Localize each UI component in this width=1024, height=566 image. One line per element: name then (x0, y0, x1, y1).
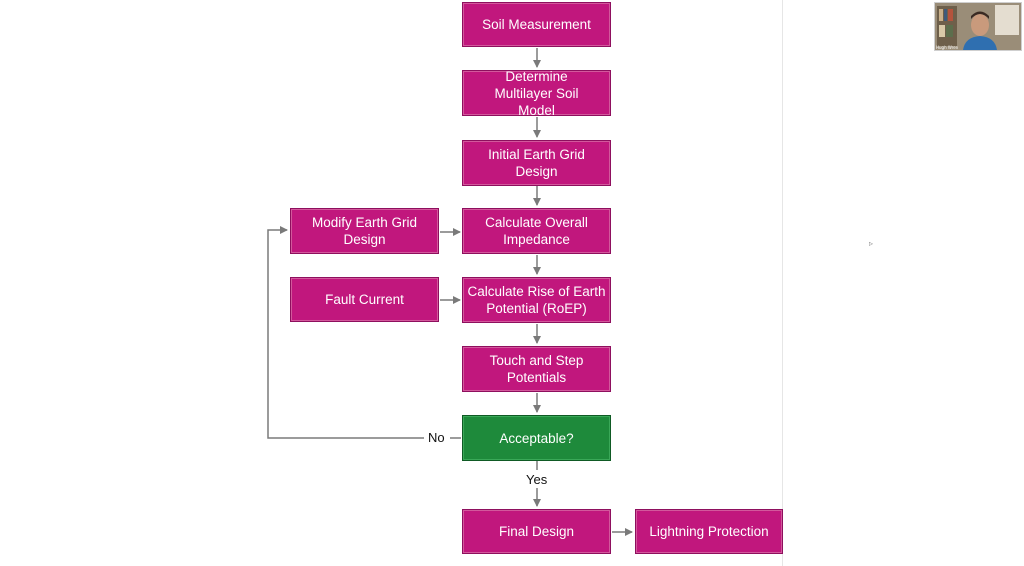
node-calculate-overall-impedance: Calculate Overall Impedance (462, 208, 611, 254)
node-calculate-roep: Calculate Rise of Earth Potential (RoEP) (462, 277, 611, 323)
webcam-video-icon (935, 3, 1021, 50)
node-soil-measurement: Soil Measurement (462, 2, 611, 47)
node-touch-and-step-potentials: Touch and Step Potentials (462, 346, 611, 392)
node-final-design: Final Design (462, 509, 611, 554)
node-lightning-protection: Lightning Protection (635, 509, 783, 554)
participant-name: Hugh Wren (936, 45, 959, 50)
arrow-no-loop-return (267, 226, 424, 439)
webcam-thumbnail[interactable]: Hugh Wren (934, 2, 1022, 51)
decision-acceptable: Acceptable? (462, 415, 611, 461)
node-multilayer-soil-model: Determine Multilayer Soil Model (462, 69, 611, 118)
node-fault-current: Fault Current (290, 277, 439, 322)
mouse-cursor-icon: ▹ (869, 239, 874, 248)
node-modify-earth-grid-design: Modify Earth Grid Design (290, 208, 439, 254)
slide-edge-divider (782, 0, 783, 566)
label-no: No (428, 430, 445, 445)
node-initial-earth-grid-design: Initial Earth Grid Design (462, 140, 611, 186)
label-yes: Yes (526, 472, 548, 487)
